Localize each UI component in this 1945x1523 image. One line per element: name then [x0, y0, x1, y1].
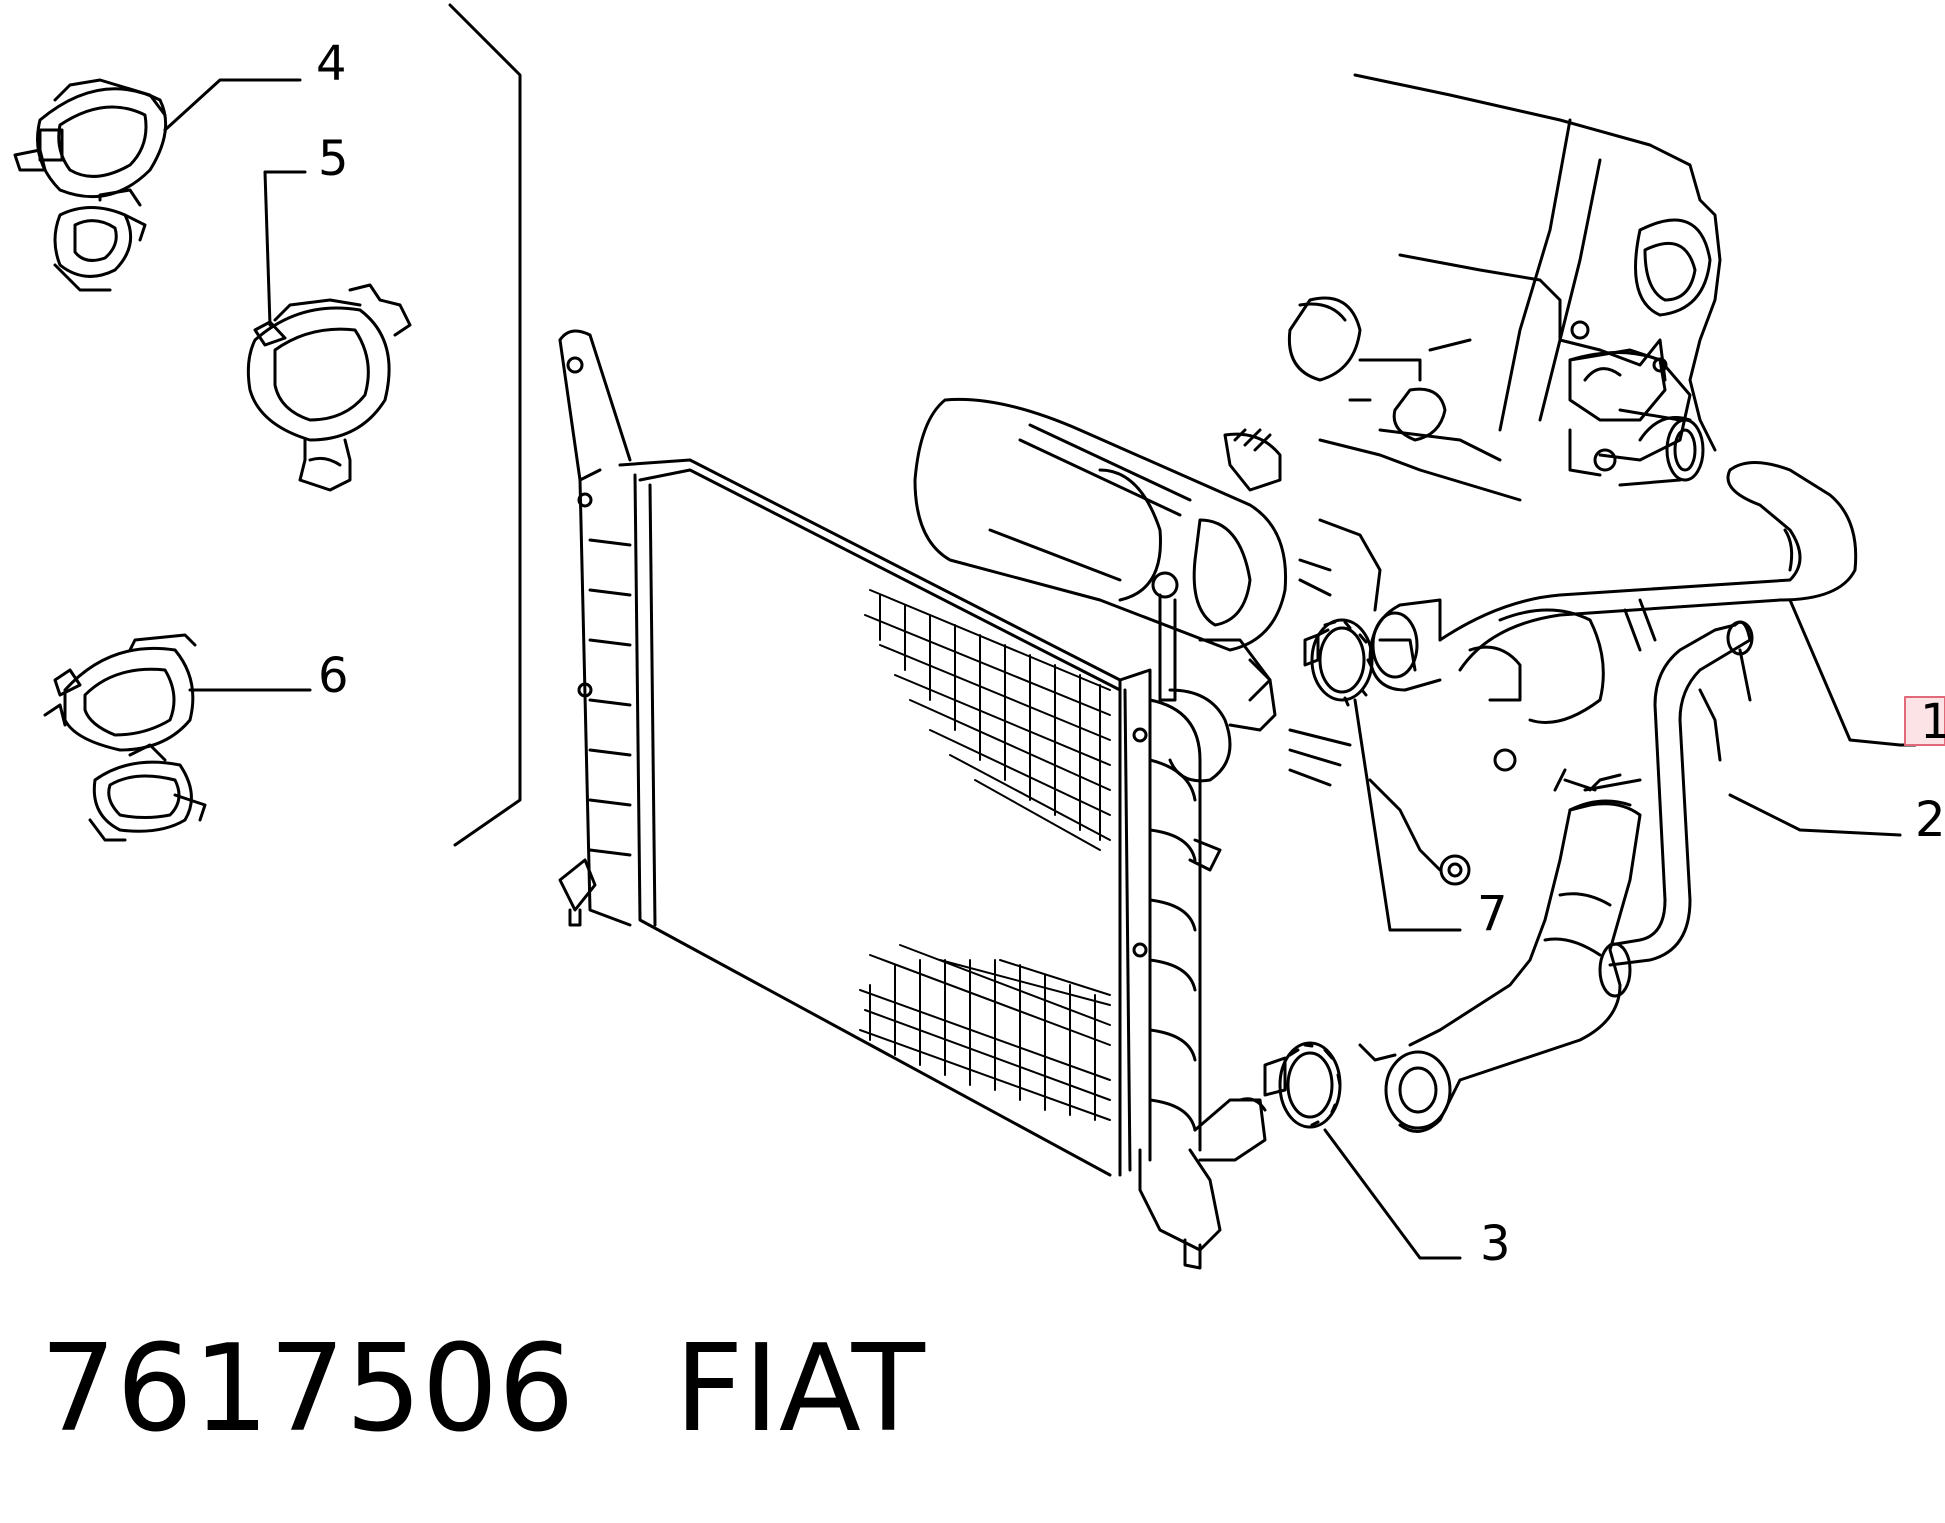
part-number: 7617506 [40, 1320, 575, 1459]
clip-6-drawing [43, 633, 207, 842]
leader-lines [163, 78, 1917, 1260]
clip-4-drawing [13, 78, 168, 292]
hose-1-drawing [1368, 461, 1858, 692]
thermostat-housing-drawing [1568, 351, 1705, 487]
radiator-mesh-upper [864, 589, 1111, 851]
callout-4-label[interactable]: 4 [316, 36, 347, 92]
radiator-mesh-lower [859, 944, 1111, 1121]
separator-bracket [448, 3, 522, 847]
callout-7-label[interactable]: 7 [1477, 886, 1508, 942]
hose-clamp-3-drawing [1263, 1041, 1342, 1129]
radiator-drawing [558, 329, 1267, 1270]
brand-name: FIAT [674, 1320, 925, 1459]
callout-6-label[interactable]: 6 [318, 648, 349, 704]
footer-caption: 7617506 FIAT [40, 1320, 925, 1459]
callout-1[interactable]: 1 [1904, 694, 1945, 750]
clip-5-drawing [246, 283, 412, 492]
callout-3-label[interactable]: 3 [1480, 1216, 1511, 1272]
lower-hose-drawing [1358, 773, 1642, 1133]
hose-2-drawing [1608, 620, 1754, 967]
callout-2-label[interactable]: 2 [1915, 792, 1945, 848]
expansion-tank-drawing [913, 397, 1288, 783]
callout-5-label[interactable]: 5 [318, 131, 349, 187]
hose-clamp-7-drawing [1303, 618, 1374, 707]
callout-1-label: 1 [1920, 694, 1945, 750]
